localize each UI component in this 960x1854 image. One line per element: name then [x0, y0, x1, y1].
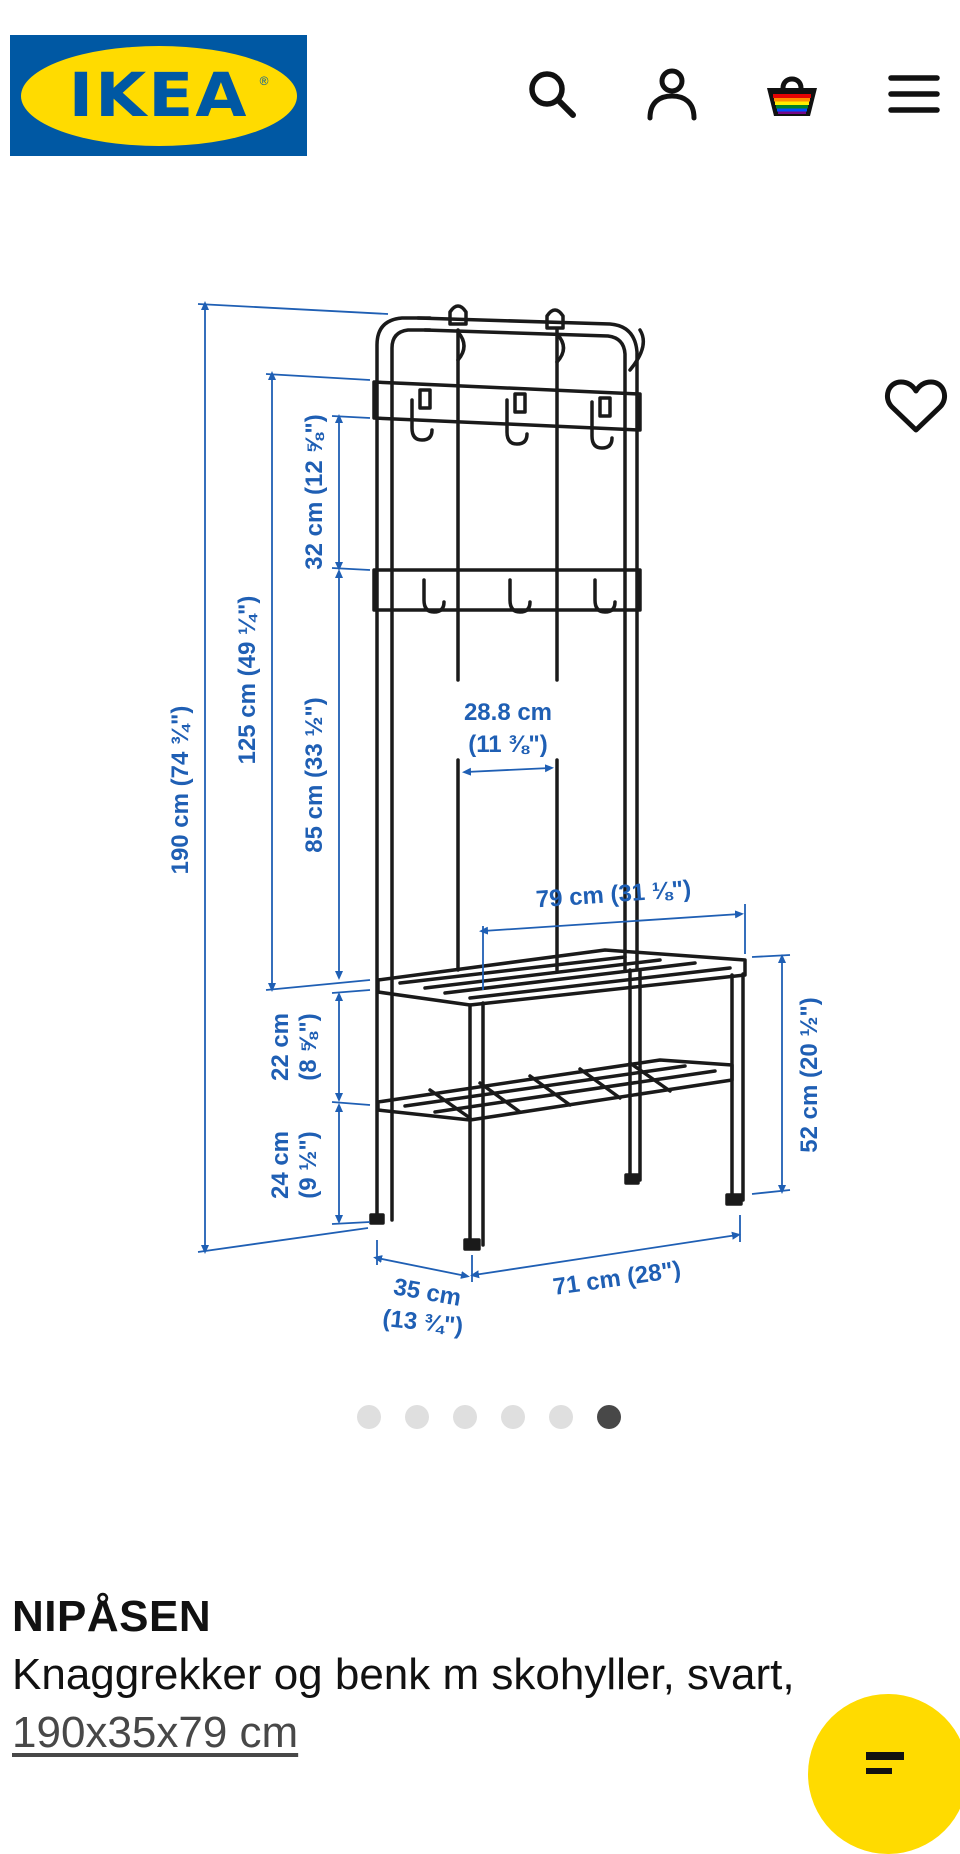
- carousel-dot[interactable]: [405, 1405, 429, 1429]
- product-description: Knaggrekker og benk m skohyller, svart,: [12, 1650, 795, 1699]
- dim-label-bench-height: 52 cm (20 ½"): [796, 997, 823, 1152]
- search-icon[interactable]: [524, 66, 580, 122]
- dimension-lines: [197, 301, 791, 1282]
- carousel-dot[interactable]: [501, 1405, 525, 1429]
- logo-text: IKEA: [68, 59, 249, 131]
- dim-label-lower-hook-height: 85 cm (33 ½"): [301, 697, 328, 852]
- carousel-dot[interactable]: [453, 1405, 477, 1429]
- dim-label-frame-width: 71 cm (28"): [551, 1256, 682, 1301]
- dim-label-bench-gap-in: (8 ⅝"): [295, 1013, 322, 1080]
- dim-label-total-height: 190 cm (74 ¾"): [167, 706, 194, 875]
- dim-label-bench-gap-cm: 22 cm: [267, 1013, 294, 1081]
- user-icon[interactable]: [644, 66, 700, 122]
- carousel-dot[interactable]: [549, 1405, 573, 1429]
- product-size-link[interactable]: 190x35x79 cm: [12, 1708, 299, 1757]
- ikea-logo[interactable]: IKEA ®: [10, 35, 307, 156]
- dim-label-hook-spacing-horizontal-in: (11 ⅜"): [468, 731, 547, 758]
- image-carousel-dots: [0, 1405, 960, 1433]
- chat-icon: [866, 1752, 904, 1774]
- carousel-dot[interactable]: [597, 1405, 621, 1429]
- dim-label-shelf-height-in: (9 ½"): [295, 1131, 322, 1198]
- carousel-dot[interactable]: [357, 1405, 381, 1429]
- logo-registered-mark: ®: [259, 73, 269, 88]
- dimension-drawing: 190 cm (74 ¾") 125 cm (49 ¼") 32 cm (12 …: [167, 301, 823, 1340]
- dim-label-hook-spacing-horizontal-cm: 28.8 cm: [464, 699, 552, 726]
- coat-rack-drawing: [369, 304, 747, 1251]
- dim-label-shelf-height-cm: 24 cm: [267, 1131, 294, 1199]
- hamburger-menu-icon[interactable]: [886, 66, 942, 122]
- product-name: NIPÅSEN: [12, 1592, 212, 1641]
- site-header: IKEA ®: [0, 0, 960, 190]
- favorite-heart-icon[interactable]: [884, 376, 948, 436]
- logo-oval: IKEA ®: [20, 45, 297, 146]
- dim-label-hook-height: 125 cm (49 ¼"): [234, 596, 261, 765]
- floating-chat-button[interactable]: [808, 1694, 960, 1854]
- dim-label-hook-spacing-vertical: 32 cm (12 ⅝"): [301, 414, 328, 569]
- shopping-basket-icon[interactable]: [764, 66, 820, 122]
- product-dimension-image[interactable]: 190 cm (74 ¾") 125 cm (49 ¼") 32 cm (12 …: [140, 290, 860, 1360]
